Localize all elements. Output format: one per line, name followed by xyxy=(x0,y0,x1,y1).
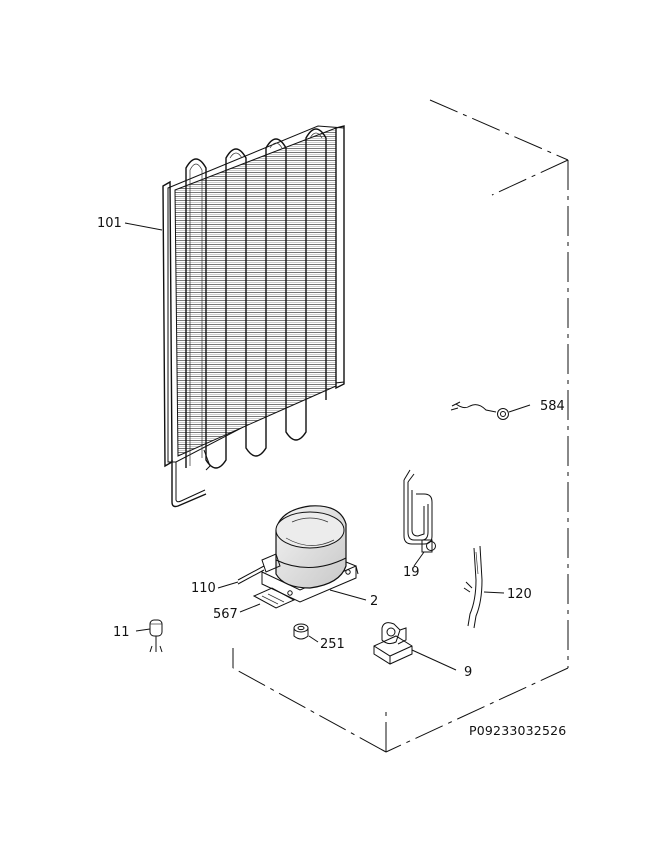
leader-9 xyxy=(411,649,457,671)
leader-110 xyxy=(217,581,239,589)
leader-567 xyxy=(239,603,261,613)
label-567: 567 xyxy=(213,607,238,622)
label-251: 251 xyxy=(320,637,345,652)
condenser xyxy=(162,125,345,508)
leader-19 xyxy=(413,551,425,567)
leader-101 xyxy=(124,222,163,231)
part-110-pin xyxy=(237,565,265,585)
part-120-thermostat xyxy=(463,545,483,629)
compressor xyxy=(261,505,359,603)
label-584: 584 xyxy=(540,399,565,414)
part-584-sensor xyxy=(450,401,509,420)
cabinet-outline xyxy=(232,99,569,753)
part-11-connector xyxy=(149,619,163,653)
label-9: 9 xyxy=(464,665,472,680)
label-2: 2 xyxy=(370,594,378,609)
label-110: 110 xyxy=(191,581,216,596)
label-11: 11 xyxy=(113,625,130,640)
leader-584 xyxy=(508,404,531,413)
leader-11 xyxy=(135,628,151,632)
part-9-relay xyxy=(373,622,413,665)
leader-251 xyxy=(308,635,319,643)
leader-2 xyxy=(329,589,367,601)
label-19: 19 xyxy=(403,565,420,580)
document-code: P09233032526 xyxy=(469,723,566,738)
label-101: 101 xyxy=(97,216,122,231)
part-567-bracket xyxy=(252,587,296,609)
part-19-coil xyxy=(403,469,436,553)
label-120: 120 xyxy=(507,587,532,602)
part-251-grommet xyxy=(293,623,309,640)
leader-120 xyxy=(483,591,505,594)
